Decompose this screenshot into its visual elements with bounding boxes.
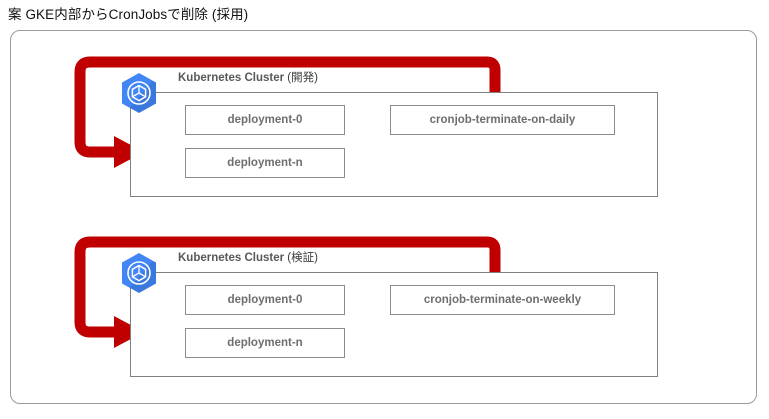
cronjob-box[interactable]: cronjob-terminate-on-daily: [390, 105, 615, 135]
cluster-group-1: Kubernetes Cluster (開発) deployment-0 dep…: [122, 70, 658, 197]
deployment-box[interactable]: deployment-0: [185, 285, 345, 315]
gke-hexagon-icon: [122, 253, 156, 293]
cluster-label-sub-1: (開発): [287, 72, 318, 84]
cluster-label-sub-2: (検証): [287, 252, 318, 264]
cluster-label-main-2: Kubernetes Cluster: [178, 252, 285, 264]
cronjob-box[interactable]: cronjob-terminate-on-weekly: [390, 285, 615, 315]
deployment-box[interactable]: deployment-0: [185, 105, 345, 135]
cluster-label-2: Kubernetes Cluster (検証): [178, 250, 318, 266]
gke-hexagon-icon: [122, 73, 156, 113]
deployment-box[interactable]: deployment-n: [185, 148, 345, 178]
page-title: 案 GKE内部からCronJobsで削除 (採用): [8, 7, 249, 22]
cluster-label-1: Kubernetes Cluster (開発): [178, 70, 318, 86]
cluster-group-2: Kubernetes Cluster (検証) deployment-0 dep…: [122, 250, 658, 377]
cluster-label-main-1: Kubernetes Cluster: [178, 72, 285, 84]
deployment-box[interactable]: deployment-n: [185, 328, 345, 358]
